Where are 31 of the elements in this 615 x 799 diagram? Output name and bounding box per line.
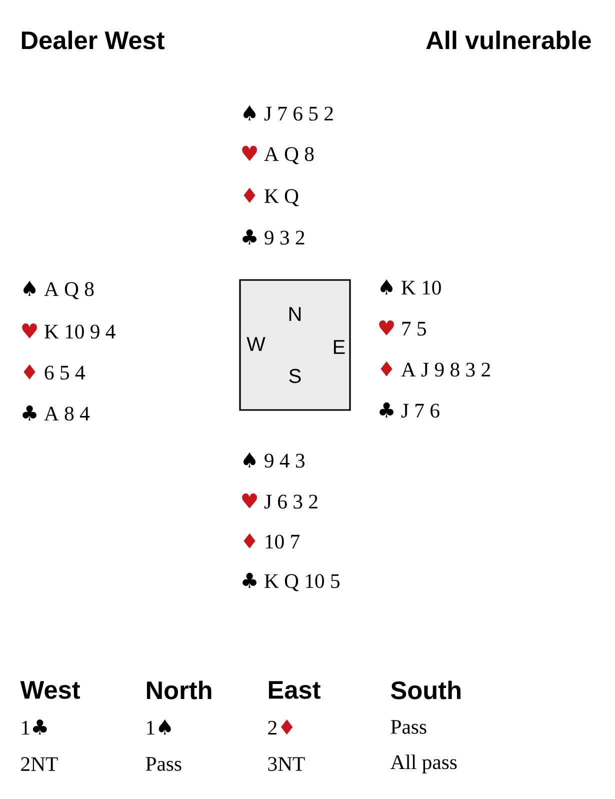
- card-holding: ♠ K 10: [380, 279, 441, 295]
- card-holding: ♥ A Q 8: [242, 146, 314, 164]
- card-holding: ♦ A J 9 8 3 2: [380, 361, 490, 377]
- compass-box: N W E S: [239, 279, 351, 411]
- card-holding: ♦ K Q: [244, 188, 299, 206]
- bid-text: Pass: [390, 720, 426, 734]
- heading-text: Dealer West: [22, 30, 164, 50]
- bid-text: 1♣: [22, 719, 47, 735]
- card-holding: ♣ J 7 6: [380, 402, 440, 418]
- card-holding: ♠ A Q 8: [24, 280, 94, 300]
- card-holding: ♦ 6 5 4: [24, 364, 85, 380]
- bid-text: 1♠: [147, 719, 171, 735]
- bid-text: 2♦: [268, 719, 293, 735]
- card-holding: ♣ 9 3 2: [242, 229, 304, 245]
- bid-text: 3NT: [268, 757, 305, 771]
- card-holding: ♠ 9 4 3: [244, 452, 304, 468]
- column-header: North: [146, 680, 212, 700]
- card-holding: ♥ 7 5: [379, 320, 426, 336]
- bid-text: 2NT: [21, 757, 58, 771]
- card-holding: ♦ 10 7: [244, 533, 300, 549]
- card-holding: ♣ A 8 4: [22, 405, 90, 421]
- heading-text: All vulnerable: [426, 30, 591, 50]
- bid-text: All pass: [390, 754, 457, 774]
- card-holding: ♠ J 7 6 5 2: [244, 105, 333, 121]
- card-holding: ♥ J 6 3 2: [242, 493, 318, 509]
- column-header: South: [391, 680, 460, 700]
- card-holding: ♣ K Q 10 5: [242, 572, 340, 592]
- column-header: East: [268, 681, 320, 699]
- bid-text: Pass: [146, 757, 182, 771]
- card-holding: ♥ K 10 9 4: [22, 323, 116, 339]
- column-header: West: [20, 681, 80, 699]
